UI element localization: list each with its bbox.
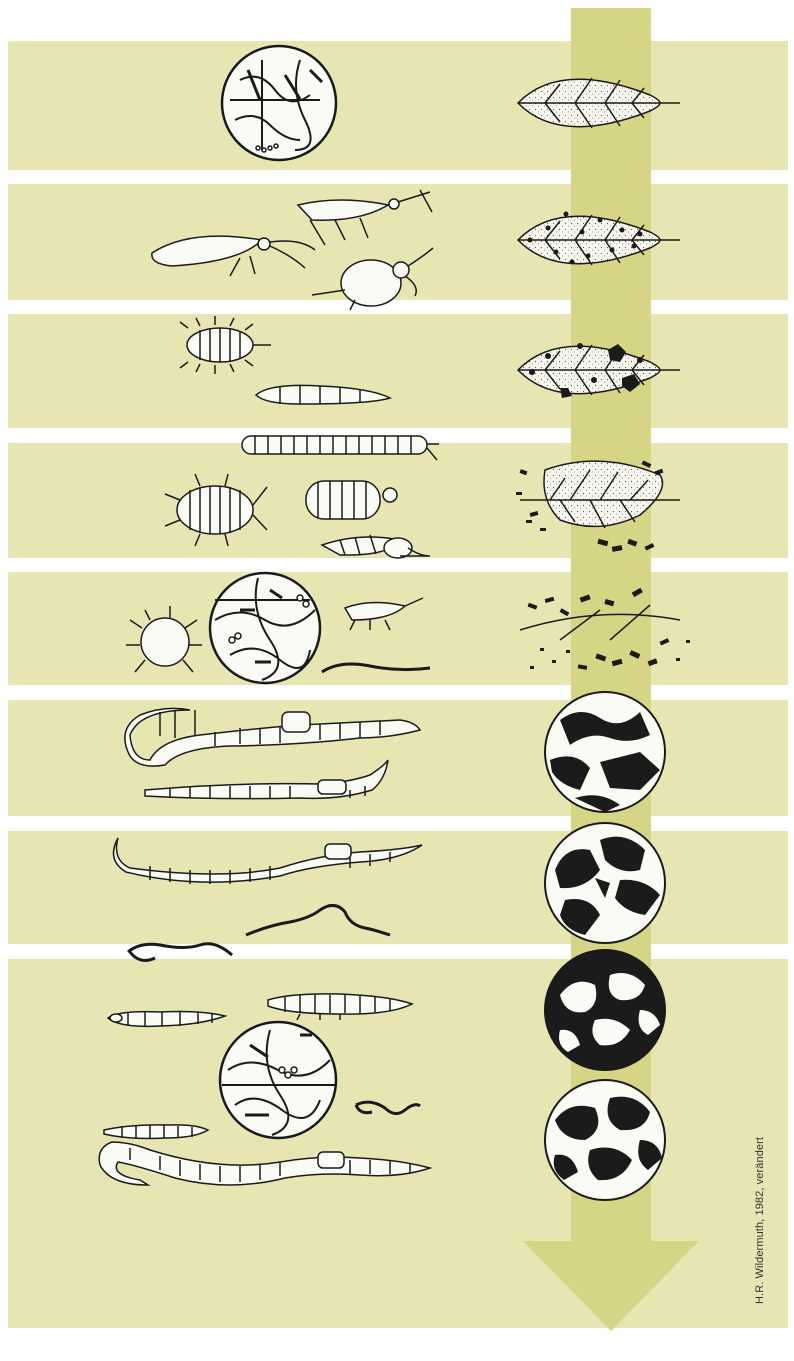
- humus-circle-2: [545, 1080, 665, 1200]
- microorganism-circle: [222, 46, 336, 160]
- microorganism-circle-3: [220, 1022, 336, 1138]
- stage-band-7: [8, 831, 788, 944]
- soil-crumbs-circle-1: [545, 692, 665, 812]
- stage-1-organisms: [222, 46, 336, 160]
- stage-band-3: [8, 314, 788, 428]
- microorganism-circle-2: [210, 573, 320, 683]
- soil-crumbs-circle-2: [545, 823, 665, 943]
- stage-band-6: [8, 700, 788, 816]
- credit-text: H.R. Wildermuth, 1982, verändert: [754, 1137, 766, 1304]
- larva-3: [104, 1125, 208, 1139]
- nematode-2: [128, 944, 232, 961]
- stage-band-1: [8, 41, 788, 170]
- humus-circle-1: [545, 950, 665, 1070]
